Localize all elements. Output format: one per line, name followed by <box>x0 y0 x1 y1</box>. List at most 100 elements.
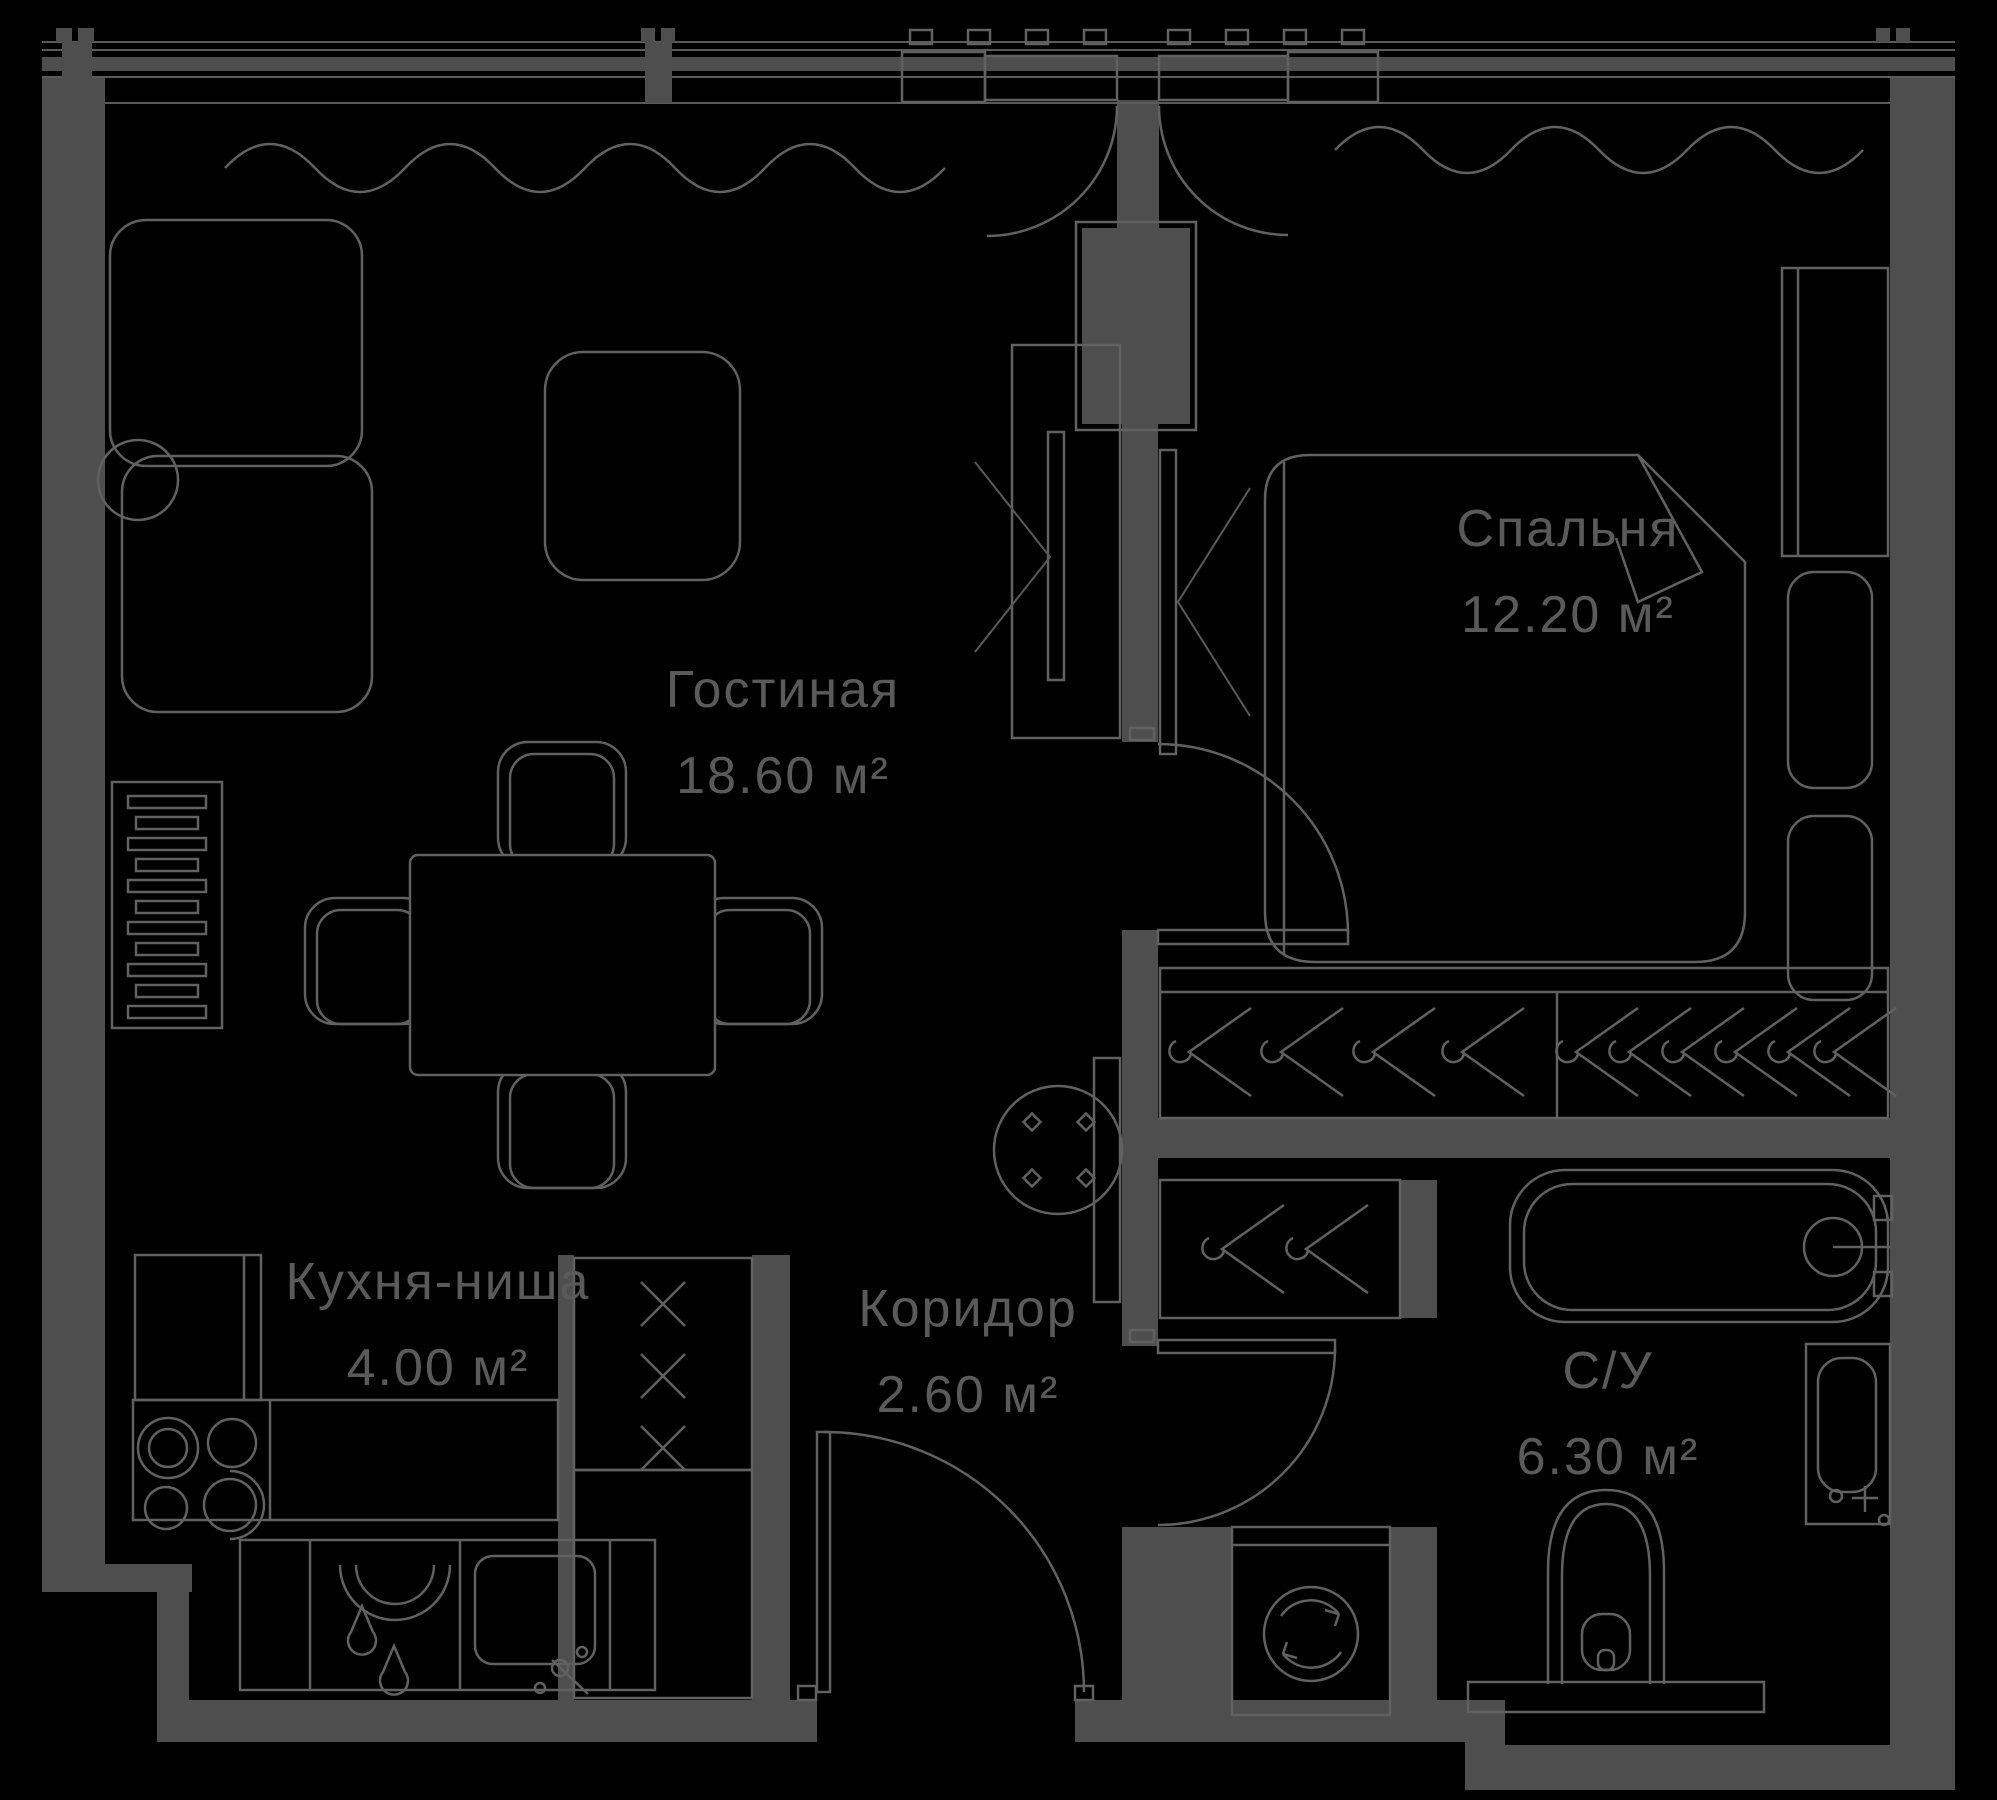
tv-view-lines <box>1176 487 1251 717</box>
entrance-door <box>796 1430 1095 1702</box>
window-frame-band <box>42 57 1955 71</box>
duct-left-of-washer <box>1158 1527 1232 1715</box>
blanket-fold <box>1614 454 1704 604</box>
door-frame-tick <box>1073 1684 1095 1702</box>
door-frame-tick <box>796 1684 818 1702</box>
door-swing-icon <box>1157 742 1350 935</box>
bathroom-door <box>1128 1328 1337 1527</box>
tub-faucet-handle <box>1872 1270 1894 1298</box>
wall-right <box>1890 77 1955 1745</box>
round-table-icon <box>992 1084 1124 1216</box>
window-post-cap <box>56 28 72 42</box>
tv-bedroom-icon <box>1158 448 1251 756</box>
room-name: С/У <box>1562 1342 1654 1400</box>
toilet-plinth <box>1466 1680 1766 1714</box>
room-area: 18.60 м² <box>676 747 890 805</box>
door-swing-icon <box>1157 1347 1337 1527</box>
radiator-icon <box>110 780 224 1030</box>
room-name: Спальня <box>1456 500 1680 558</box>
wall-living-bedroom <box>1122 424 1158 742</box>
kitchen-cabinet-icon <box>133 1253 263 1402</box>
kitchen-lower-counter <box>238 1538 657 1692</box>
wall-closet-tub <box>1400 1180 1437 1318</box>
door-frame-tick <box>1128 1328 1156 1344</box>
kitchen-sink-icon <box>473 1554 597 1695</box>
dining-set <box>303 740 824 1190</box>
wall-balcony-divider <box>1117 100 1159 228</box>
kitchen-units <box>131 1253 657 1696</box>
wall-counter-edge <box>558 1255 574 1702</box>
window-band <box>42 28 1955 104</box>
fruit-bowl-icon <box>338 1564 452 1696</box>
wall-bottom-right <box>1505 1745 1955 1790</box>
hanger-icon <box>1201 1203 1286 1295</box>
shaft-block <box>1082 228 1190 424</box>
washing-machine-icon <box>1230 1525 1392 1717</box>
curtain-right-icon <box>1334 125 1864 175</box>
window-post-cap <box>661 28 675 42</box>
nightstand-icon <box>1786 814 1874 1002</box>
hanger-icon <box>1608 1006 1693 1098</box>
bathtub-icon <box>1508 1168 1894 1324</box>
room-area: 4.00 м² <box>346 1339 530 1397</box>
kitchen-counter-icon <box>131 1398 560 1522</box>
duct-right-of-washer <box>1390 1527 1437 1715</box>
hanger-icon <box>1813 1006 1898 1098</box>
wash-basin-icon <box>1804 1342 1892 1527</box>
shaft-outline <box>1074 220 1198 432</box>
window-post-cap <box>78 28 94 42</box>
toilet-button <box>1580 1612 1632 1672</box>
room-name: Кухня-ниша <box>285 1253 591 1311</box>
chair-icon <box>496 1060 628 1190</box>
hanger-icon <box>1285 1203 1370 1295</box>
coffee-table-icon <box>543 350 742 582</box>
tub-faucet-handle <box>1872 1194 1894 1222</box>
room-name: Коридор <box>858 1280 1078 1338</box>
sofa-icon <box>96 218 374 714</box>
curtain-left-icon <box>224 142 946 194</box>
hanger-icon <box>1441 1006 1526 1098</box>
hanger-icon <box>1168 1006 1253 1098</box>
wall-wardrobe-bath <box>1158 1118 1890 1158</box>
toilet-icon <box>1546 1488 1666 1684</box>
window-post-cap <box>641 28 655 42</box>
balcony-door-left-swing-icon <box>986 105 1119 238</box>
tall-cabinet-icon <box>572 1468 754 1700</box>
fridge-icon <box>572 1256 754 1700</box>
window-post <box>62 42 92 103</box>
room-label-living: Гостиная 18.60 м² <box>666 664 900 802</box>
bedroom-wardrobe-column <box>1780 266 1890 558</box>
bedroom-door <box>1128 726 1350 946</box>
hanger-icon <box>1714 1006 1799 1098</box>
balcony-doors <box>900 28 1380 432</box>
balcony-door-left-frame <box>983 54 1119 102</box>
room-area: 6.30 м² <box>1516 1428 1700 1486</box>
chair-icon <box>496 740 628 870</box>
coat-closet-icon <box>1158 1178 1402 1320</box>
wall-bottom-left <box>157 1700 817 1742</box>
bed-icon <box>1263 453 1747 964</box>
balcony-side-panel <box>1286 50 1380 104</box>
dining-table-icon <box>408 853 717 1077</box>
room-label-kitchen: Кухня-ниша 4.00 м² <box>286 1256 591 1394</box>
window-post-cap <box>1896 28 1910 42</box>
fridge-x-marks <box>640 1281 686 1471</box>
wardrobe-icon <box>1158 966 1898 1120</box>
hanger-icon <box>1555 1006 1640 1098</box>
window-post-cap <box>1876 28 1890 42</box>
hanger-icon <box>1260 1006 1345 1098</box>
tv-view-lines <box>974 461 1052 653</box>
room-area: 2.60 м² <box>876 1366 1060 1424</box>
hanger-icon <box>1352 1006 1437 1098</box>
wall-kitchen-corridor <box>752 1255 790 1702</box>
wall-corridor-bath-lower <box>1122 1527 1158 1702</box>
wall-kitchen-bottom <box>42 1564 192 1592</box>
room-label-bedroom: Спальня 12.20 м² <box>1457 503 1680 641</box>
door-swing-icon <box>823 1430 1086 1693</box>
tv-cabinet-icon <box>974 343 1122 740</box>
room-name: Гостиная <box>665 661 901 719</box>
door-leaf <box>1156 1338 1337 1355</box>
balcony-frame-ticks <box>908 28 1366 46</box>
